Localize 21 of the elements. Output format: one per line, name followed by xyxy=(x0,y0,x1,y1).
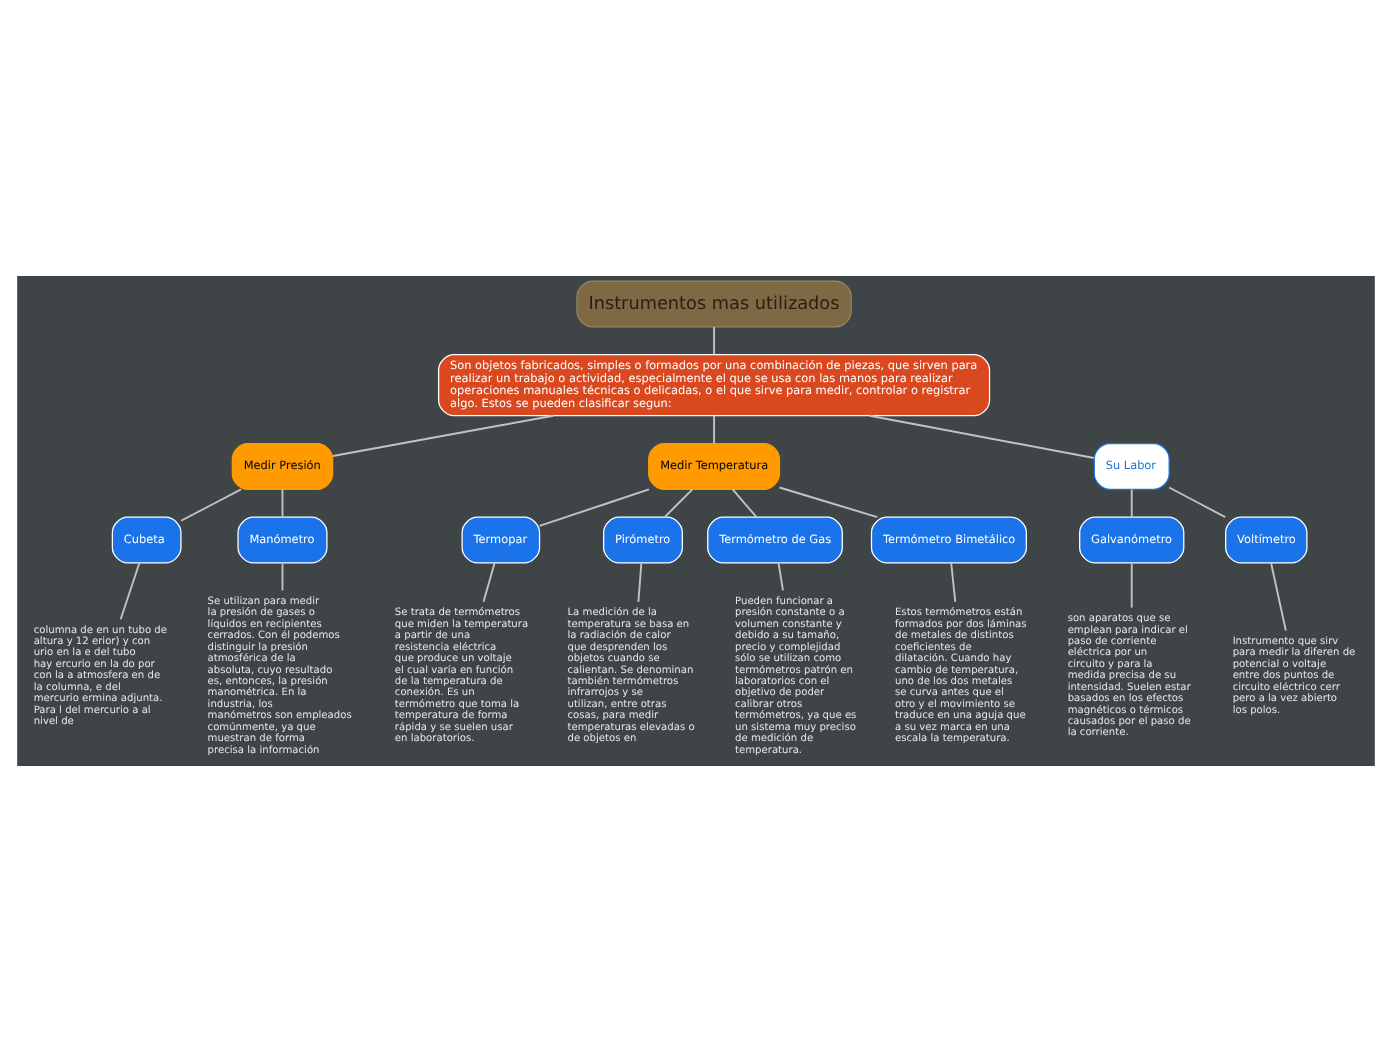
connector xyxy=(1130,487,1133,518)
connector xyxy=(331,413,555,456)
connector xyxy=(119,561,141,620)
node-box: Instrumentos mas utilizados xyxy=(576,279,852,327)
connector xyxy=(1168,485,1227,518)
connector xyxy=(663,487,694,518)
connector xyxy=(1130,561,1133,608)
connector xyxy=(482,561,496,602)
connector xyxy=(281,487,284,518)
connector xyxy=(868,413,1095,458)
connector xyxy=(778,485,879,518)
connector xyxy=(637,561,643,602)
connector xyxy=(538,487,650,526)
connector xyxy=(281,561,284,591)
connector xyxy=(950,561,957,602)
connector xyxy=(1270,561,1287,631)
connector xyxy=(180,487,242,521)
connector xyxy=(777,561,784,591)
connector xyxy=(713,413,716,444)
connector xyxy=(713,325,716,355)
connector xyxy=(731,487,758,518)
